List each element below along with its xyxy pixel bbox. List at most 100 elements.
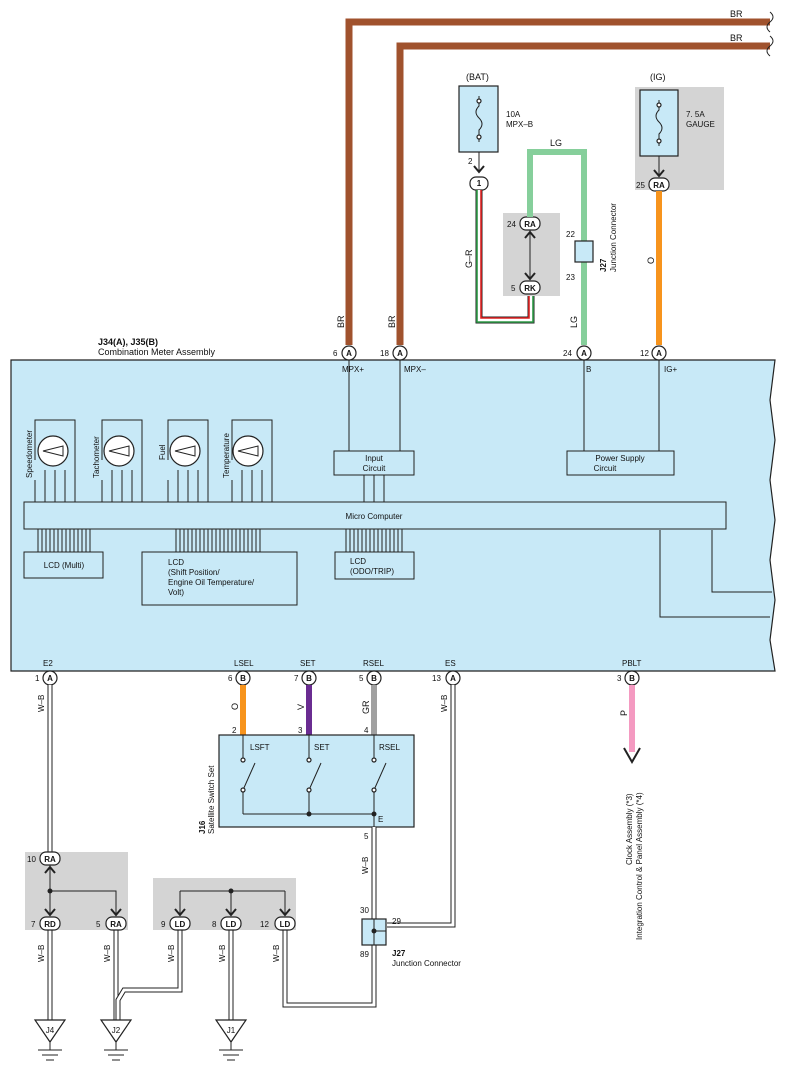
gauge-label: Speedometer: [25, 430, 34, 478]
br-left-label: BR: [336, 315, 346, 328]
g-r-wire: G–R: [464, 190, 535, 324]
switch-box: [218, 734, 415, 828]
meter-id: J34(A), J35(B): [98, 337, 158, 347]
pin-conn: A: [581, 349, 587, 358]
ground-label: J4: [46, 1026, 55, 1035]
pin-num: 18: [380, 349, 389, 358]
internal-lines: [659, 530, 772, 618]
j27-upper: 22 23 J27 Junction Connector: [566, 203, 618, 282]
ground-symbol: [219, 1042, 243, 1061]
pin-conn: A: [397, 349, 403, 358]
fuse-symbol: [655, 100, 663, 146]
junction-dot: [228, 888, 234, 894]
j27-pin-right: 29: [392, 917, 401, 926]
fuse-symbol: [475, 96, 483, 142]
conn-rk-pin: 5: [511, 284, 516, 293]
ground-symbol: [38, 1042, 62, 1061]
bat-source: (BAT): [466, 72, 489, 82]
gauge-label: Fuel: [158, 444, 167, 460]
switch-terminal: [306, 787, 312, 793]
es-wire-label: W–B: [440, 695, 449, 712]
conn-label: RA: [44, 855, 56, 864]
meter-name: Combination Meter Assembly: [98, 347, 216, 357]
clock-note-l1: Clock Assembly (*3): [625, 793, 634, 865]
sw-pin: 2: [232, 726, 237, 735]
sw-pin: 3: [298, 726, 303, 735]
j27-pin-bottom: 23: [566, 273, 575, 282]
bat-fuse-box: [458, 85, 499, 153]
pin-num: 10: [27, 855, 36, 864]
g-r-label: G–R: [464, 249, 474, 268]
bat-rating: 10A: [506, 110, 521, 119]
power-supply-l1: Power Supply: [595, 454, 644, 463]
pin-label-pblt: PBLT: [622, 659, 642, 668]
satellite-switch-set: LSFT SET RSEL E J16 Satellite Switch Set…: [198, 734, 415, 841]
lcd-multi-label: LCD (Multi): [44, 561, 85, 570]
pin-conn: B: [240, 674, 246, 683]
combination-meter: J34(A), J35(B) Combination Meter Assembl…: [10, 337, 776, 672]
ground-symbol: [104, 1042, 128, 1061]
arrow-down-icon: [44, 908, 56, 917]
ig-conn-label: RA: [653, 181, 665, 190]
sw-out-pin: 5: [364, 832, 369, 841]
pin-conn: A: [47, 674, 53, 683]
br-right-label: BR: [387, 315, 397, 328]
j27-pin-top: 30: [360, 906, 369, 915]
pin-conn: B: [371, 674, 377, 683]
pin-label-rsel: RSEL: [363, 659, 384, 668]
conn-ra-label: RA: [524, 220, 536, 229]
j27-id: J27: [599, 258, 608, 272]
rsel-wire-label: GR: [361, 700, 371, 714]
lcd-bus: [345, 529, 403, 552]
fuse-terminal: [476, 134, 482, 140]
ld9-wire-label: W–B: [167, 945, 176, 962]
conn-rk-label: RK: [524, 284, 536, 293]
ig-rating: 7. 5A: [686, 110, 705, 119]
arrow-icon: [473, 165, 485, 174]
arrow-down-icon: [174, 908, 186, 917]
internal-lines: [348, 360, 660, 451]
arrow-down-icon: [623, 747, 641, 765]
meter-bottom-pins: A 1 B 6 B 7 B 5 A 13 B 3: [35, 670, 640, 686]
internal-lines: [363, 475, 385, 502]
arrow-down-icon: [279, 908, 291, 917]
micro-computer-label: Micro Computer: [346, 512, 403, 521]
splice-left: RA 10 RD 7 RA 5: [25, 851, 128, 931]
j27-id: J27: [392, 949, 406, 958]
junction-box: [574, 240, 594, 263]
ra-rk-connector: RA 24 RK 5: [503, 213, 560, 296]
conn-label: RD: [44, 920, 56, 929]
switch-terminal: [240, 787, 246, 793]
br-second-label: BR: [730, 33, 743, 43]
lcd-shift-l3: Engine Oil Temperature/: [168, 578, 255, 587]
ground-label: E: [378, 815, 383, 824]
gauge-label: Temperature: [222, 433, 231, 478]
pin-ld12: [274, 916, 296, 931]
needle-icon: [174, 445, 196, 457]
ground-label: J1: [227, 1026, 236, 1035]
ig-fuse-box: [639, 89, 679, 157]
set-wire-label: V: [296, 704, 306, 710]
wb-wires: W–B W–B W–B W–B W–B W–B W–B W–B: [37, 685, 456, 1020]
pin-ld8: [220, 916, 242, 931]
br-wires: BR BR BR BR: [336, 9, 774, 345]
conn-label: RA: [110, 920, 122, 929]
grounds: J4 J2 J1: [33, 1019, 248, 1061]
lcd-multi: [23, 551, 104, 579]
switch-id: J16: [198, 820, 207, 834]
br-wire-right: [396, 42, 770, 345]
ground-label: J2: [112, 1026, 121, 1035]
fuse-terminal: [476, 98, 482, 104]
junction-lines: [373, 919, 386, 945]
ground-icon: [99, 1019, 133, 1044]
input-circuit-l1: Input: [365, 454, 384, 463]
gauges: Speedometer Tachometer Fuel Temperature: [25, 419, 273, 502]
arrow-up-icon: [44, 865, 56, 874]
switch-label: RSEL: [379, 743, 400, 752]
pin-num: 5: [359, 674, 364, 683]
ig-fuse-name: GAUGE: [686, 120, 715, 129]
switch-label: LSFT: [250, 743, 270, 752]
pin-num: 7: [31, 920, 36, 929]
pin-ld9: [169, 916, 191, 931]
conn-label: LD: [226, 920, 237, 929]
